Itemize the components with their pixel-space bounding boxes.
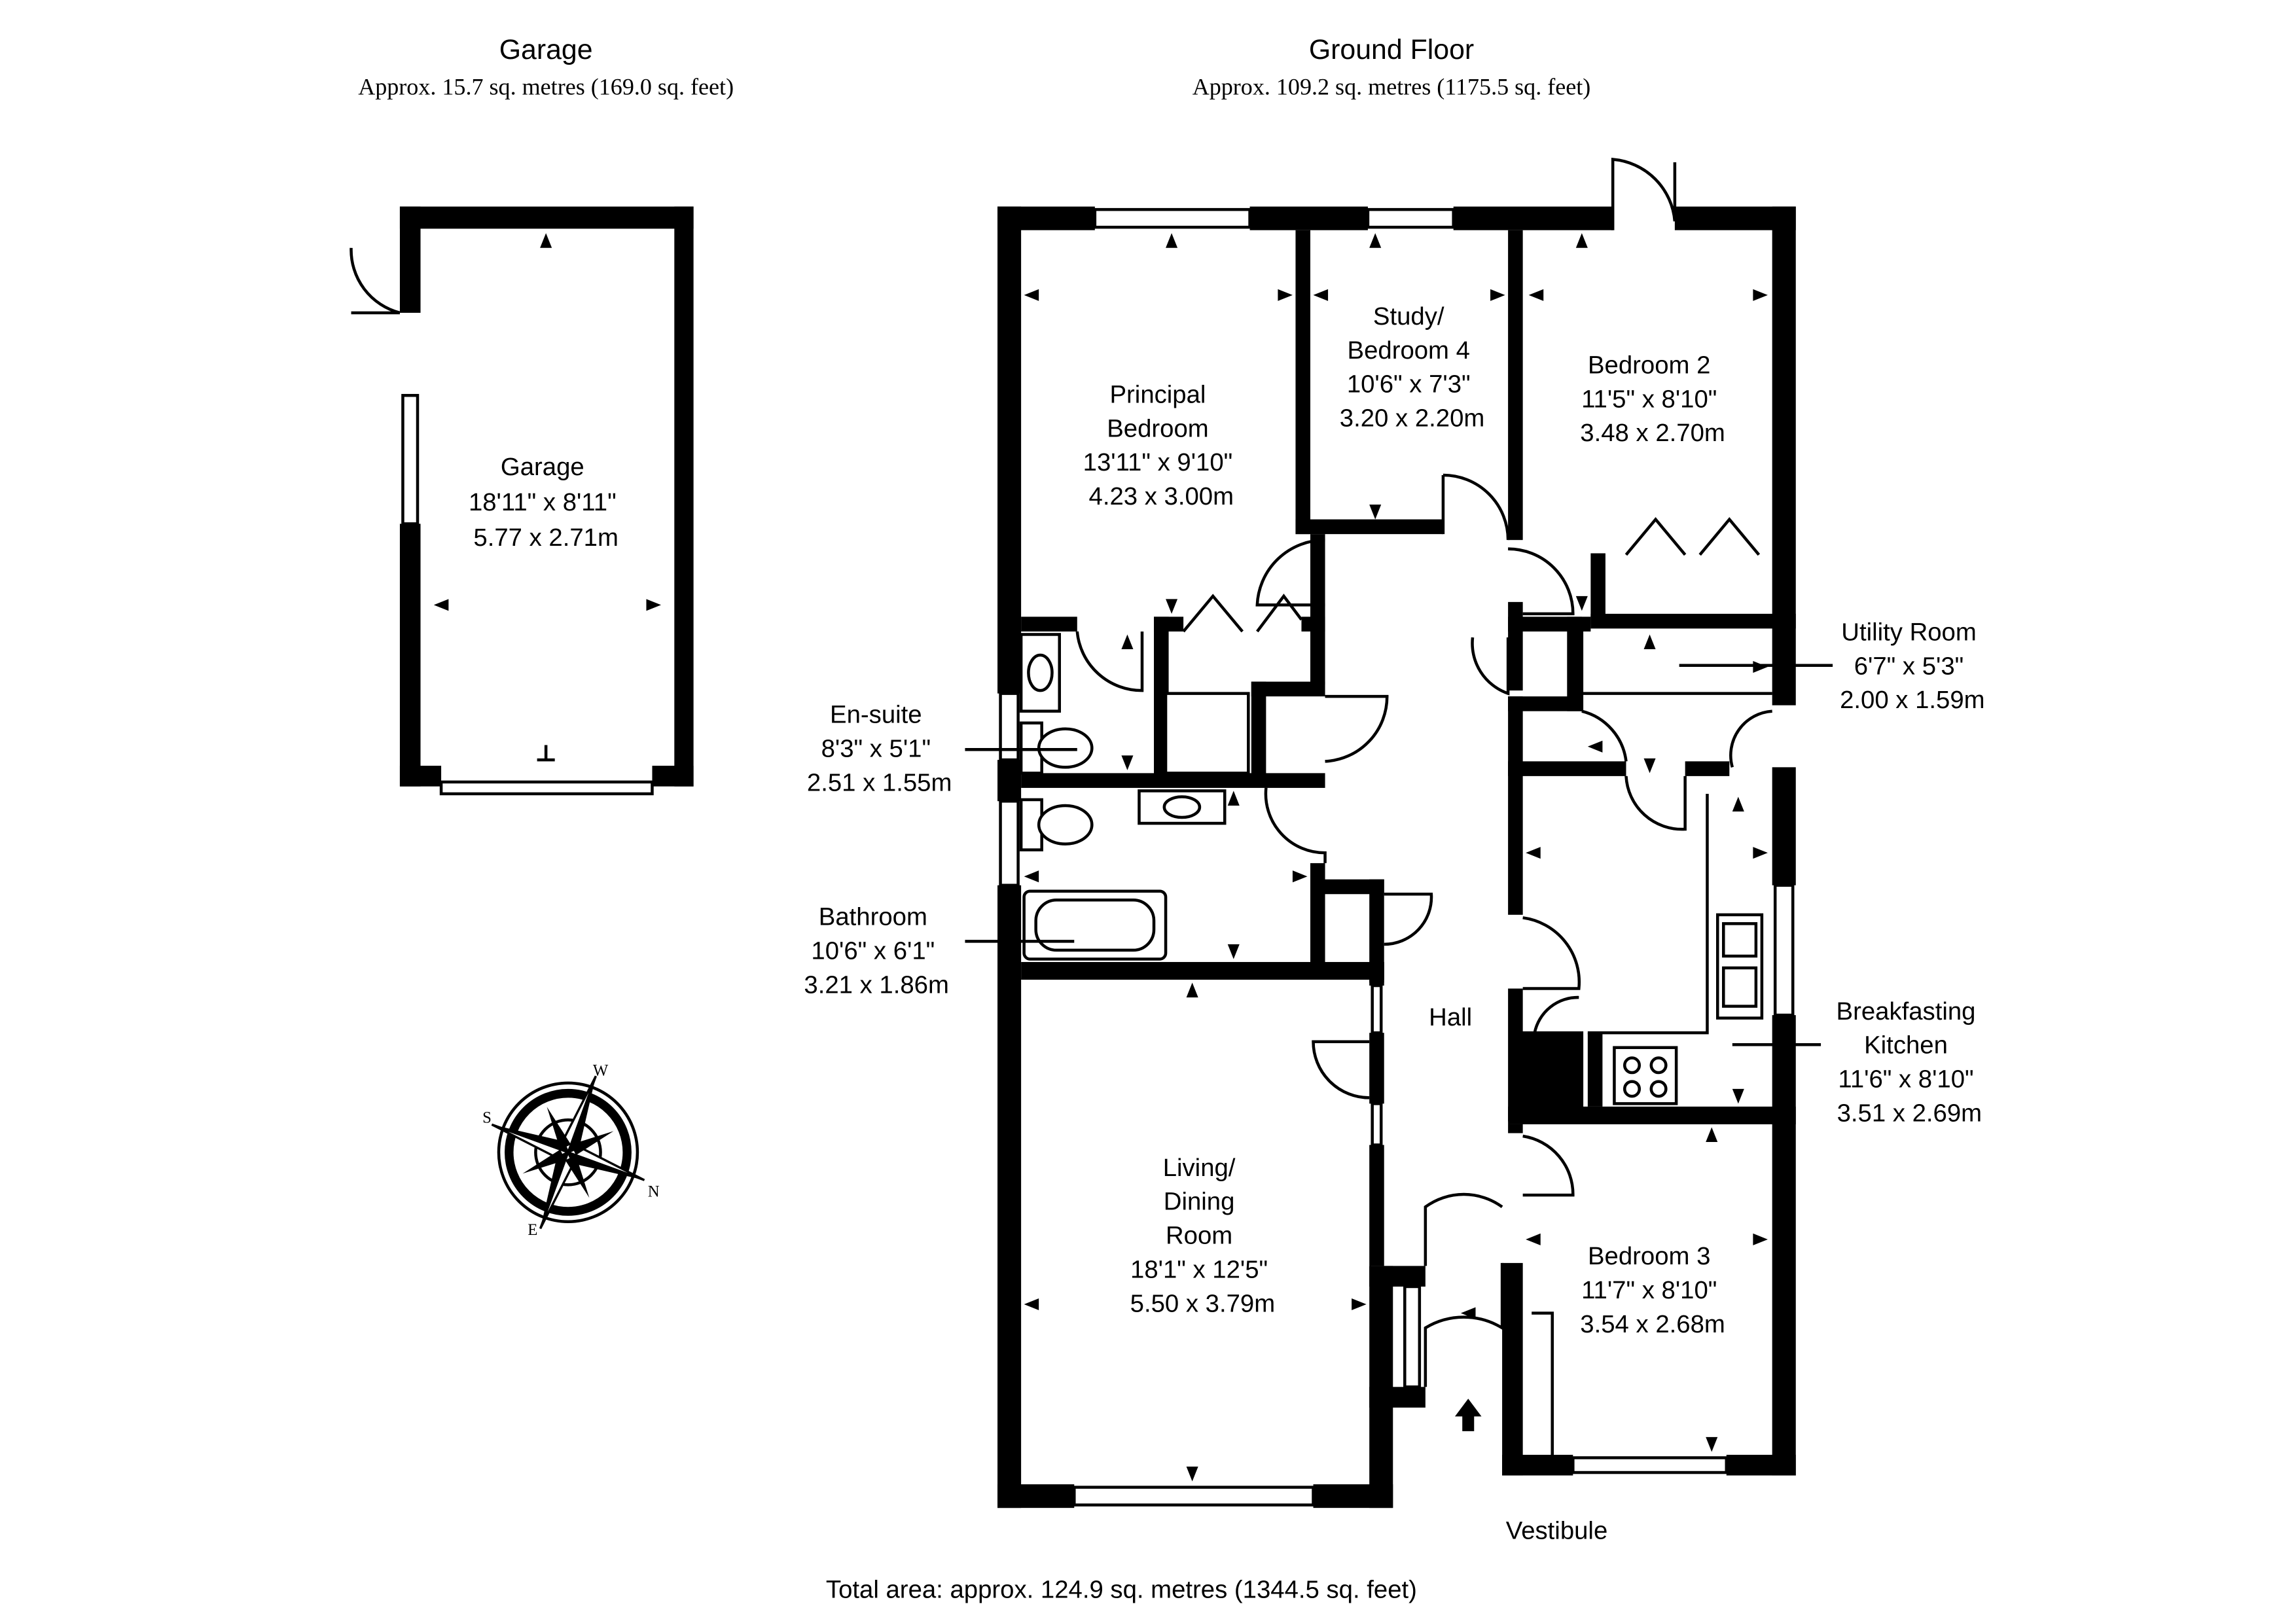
internal-walls — [1021, 230, 1796, 1266]
dimension-arrows — [433, 233, 661, 762]
garage-plan — [350, 206, 694, 796]
room-labels: Garage 18'11" x 8'11" 5.77 x 2.71m Princ… — [469, 302, 1985, 1544]
garage-door — [439, 780, 654, 796]
door-swing — [350, 247, 401, 315]
study-label: Study/ Bedroom 4 10'6" x 7'3" 3.20 x 2.2… — [1340, 302, 1485, 433]
compass-rose: W S N E — [482, 1062, 660, 1239]
garage-label: Garage 18'11" x 8'11" 5.77 x 2.71m — [469, 453, 623, 552]
compass-letter-n: N — [648, 1183, 660, 1200]
wall — [399, 524, 421, 787]
living-dining-label: Living/ Dining Room 18'1" x 12'5" 5.50 x… — [1130, 1154, 1276, 1317]
vestibule-label: Vestibule — [1506, 1516, 1608, 1544]
principal-bedroom-label: Principal Bedroom 13'11" x 9'10" 4.23 x … — [1083, 380, 1240, 510]
ground-floor-walls — [997, 206, 1796, 1508]
wall — [399, 766, 442, 787]
bathroom-label: Bathroom 10'6" x 6'1" 3.21 x 1.86m — [804, 903, 949, 999]
hob — [1613, 1046, 1678, 1105]
wall — [399, 206, 421, 313]
garage-title: Garage — [499, 34, 593, 65]
window — [401, 393, 420, 526]
bedroom-2-label: Bedroom 2 11'5" x 8'10" 3.48 x 2.70m — [1580, 351, 1725, 447]
kitchen-label: Breakfasting Kitchen 11'6" x 8'10" 3.51 … — [1837, 997, 1983, 1128]
wall — [399, 206, 694, 229]
bedroom-3-label: Bedroom 3 11'7" x 8'10" 3.54 x 2.68m — [1580, 1242, 1725, 1338]
ensuite-label: En-suite 8'3" x 5'1" 2.51 x 1.55m — [807, 701, 952, 797]
total-area: Total area: approx. 124.9 sq. metres (13… — [826, 1576, 1417, 1604]
wall — [652, 766, 694, 787]
compass-letter-s: S — [482, 1109, 492, 1127]
headers: Garage Approx. 15.7 sq. metres (169.0 sq… — [358, 34, 1590, 99]
compass-letter-w: W — [593, 1062, 609, 1080]
compass-letter-e: E — [528, 1221, 537, 1239]
ground-floor-title: Ground Floor — [1309, 34, 1474, 65]
ground-floor-area: Approx. 109.2 sq. metres (1175.5 sq. fee… — [1193, 73, 1591, 99]
leader-lines — [965, 664, 1833, 1046]
utility-room-label: Utility Room 6'7" x 5'3" 2.00 x 1.59m — [1840, 618, 1985, 714]
wall — [674, 206, 694, 787]
hall-label: Hall — [1429, 1003, 1472, 1031]
garage-area: Approx. 15.7 sq. metres (169.0 sq. feet) — [358, 73, 734, 99]
fixtures — [1019, 628, 1772, 1455]
shower — [1164, 692, 1250, 775]
windows — [999, 207, 1795, 1507]
doors — [1075, 158, 1772, 1387]
